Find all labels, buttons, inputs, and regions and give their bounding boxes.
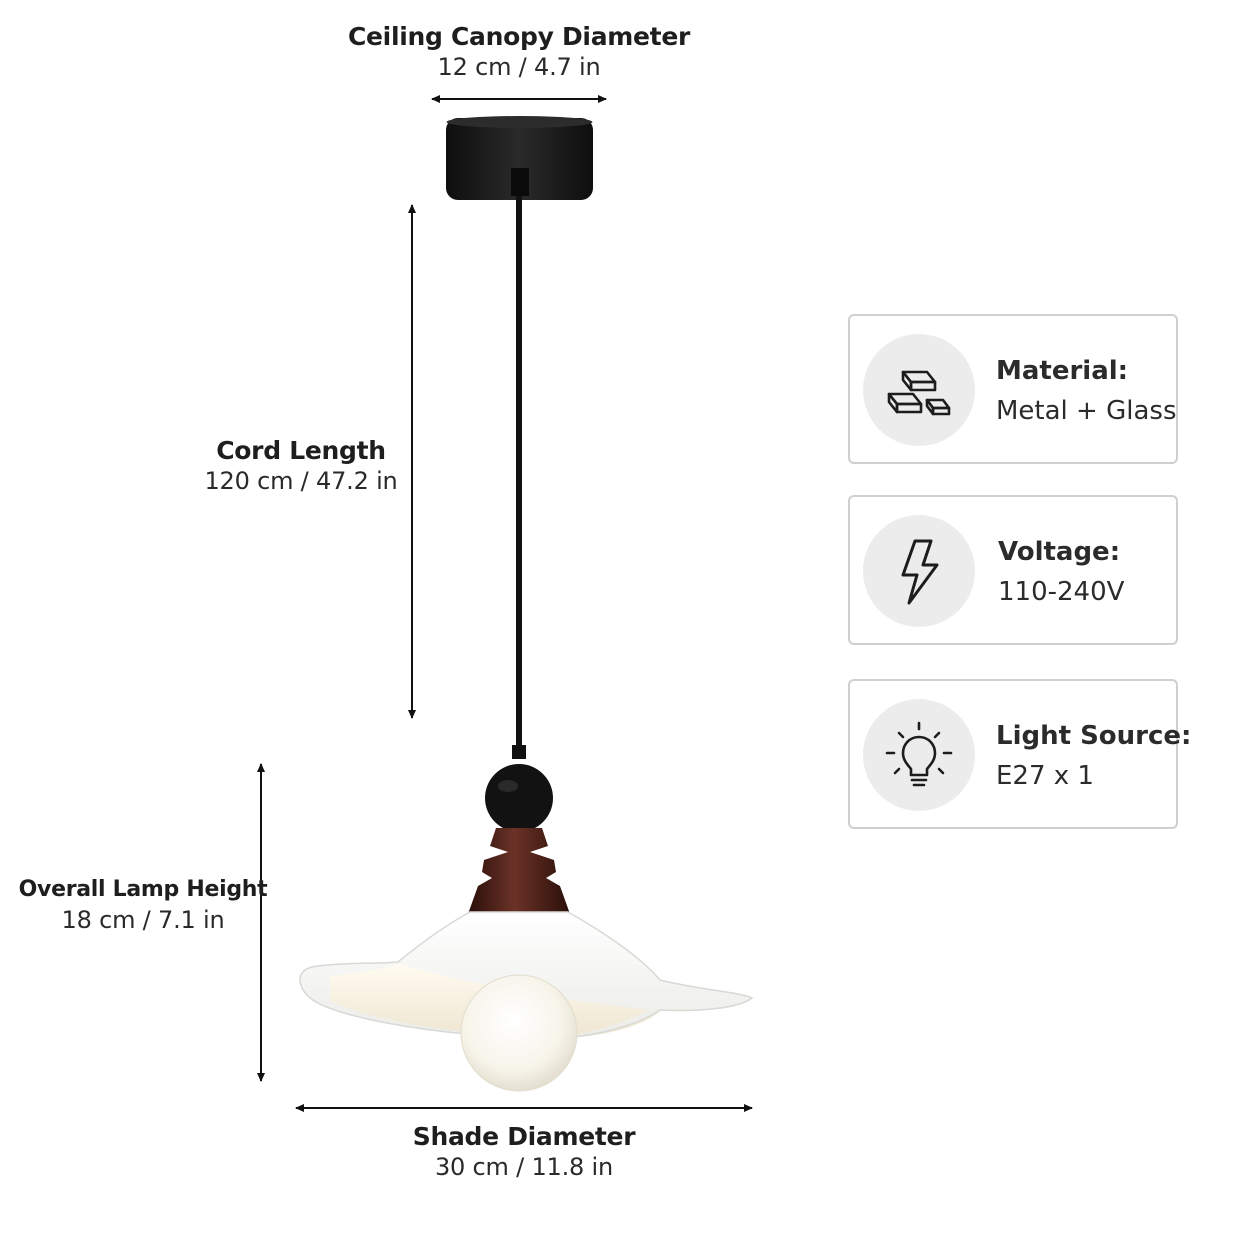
shade-dimension-label: Shade Diameter 30 cm / 11.8 in xyxy=(412,1122,636,1181)
cord-dimension-label: Cord Length 120 cm / 47.2 in xyxy=(204,436,397,495)
shade-dimension-title: Shade Diameter xyxy=(412,1122,636,1151)
height-dimension-value: 18 cm / 7.1 in xyxy=(61,906,225,934)
lightning-bolt-icon xyxy=(901,539,939,605)
spec-card-light-source: Light Source: E27 x 1 xyxy=(848,679,1191,829)
shade-dimension-value: 30 cm / 11.8 in xyxy=(434,1153,614,1181)
wood-fitting xyxy=(468,828,570,914)
ceiling-canopy xyxy=(446,116,593,200)
spec-value: Metal + Glass xyxy=(996,396,1177,426)
icon-circle xyxy=(863,699,975,811)
spec-card-voltage: Voltage: 110-240V xyxy=(848,495,1178,645)
height-dimension-label: Overall Lamp Height 18 cm / 7.1 in xyxy=(19,877,268,934)
height-dimension-title: Overall Lamp Height xyxy=(18,877,268,902)
light-bulb-icon xyxy=(885,721,953,787)
black-ball xyxy=(485,764,553,832)
cord-dimension-value: 120 cm / 47.2 in xyxy=(204,467,398,495)
light-bulb xyxy=(460,974,578,1092)
canopy-dimension-label: Ceiling Canopy Diameter 12 cm / 4.7 in xyxy=(348,22,690,81)
spec-label: Light Source: xyxy=(996,721,1192,751)
spec-label: Material: xyxy=(996,356,1129,386)
spec-card-material: Material: Metal + Glass xyxy=(848,314,1178,464)
gold-bars-icon xyxy=(887,370,951,416)
cord-dimension-title: Cord Length xyxy=(216,436,386,465)
spec-value: E27 x 1 xyxy=(996,761,1094,791)
spec-label: Voltage: xyxy=(998,537,1121,567)
canopy-dimension-title: Ceiling Canopy Diameter xyxy=(347,22,691,51)
icon-circle xyxy=(863,334,975,446)
canopy-dimension-value: 12 cm / 4.7 in xyxy=(437,53,601,81)
icon-circle xyxy=(863,515,975,627)
spec-value: 110-240V xyxy=(998,577,1125,607)
